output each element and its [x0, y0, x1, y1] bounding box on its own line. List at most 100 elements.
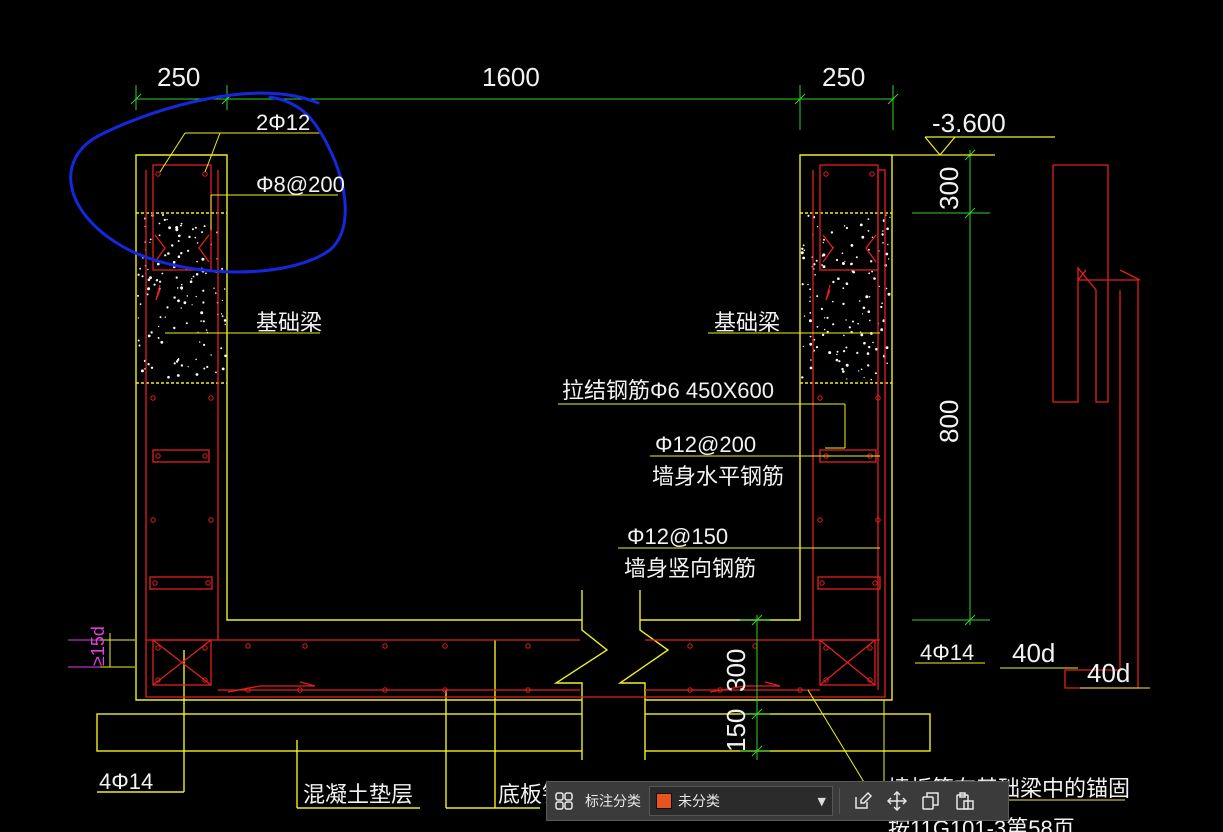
hatch-dot — [862, 306, 866, 310]
hatch-dot — [147, 278, 151, 282]
hatch-dot — [863, 376, 865, 379]
hatch-dot — [153, 283, 156, 286]
hatch-dot — [807, 283, 809, 286]
grid-icon[interactable] — [547, 782, 581, 820]
label-right-bottom-bars: 4Φ14 — [920, 640, 974, 665]
label-horizontal-name: 墙身水平钢筋 — [652, 464, 784, 489]
hatch-dot — [150, 366, 154, 369]
hatch-dot — [180, 307, 182, 309]
hatch-dot — [863, 341, 866, 345]
hatch-dot — [822, 265, 826, 269]
hatch-dot — [176, 374, 180, 377]
hatch-dot — [857, 370, 860, 372]
edit-icon[interactable] — [846, 782, 880, 820]
hatch-dot — [177, 358, 180, 360]
hatch-dot — [206, 365, 209, 368]
hatch-dot — [171, 244, 174, 247]
hatch-dot — [175, 276, 178, 279]
hatch-dot — [802, 256, 805, 260]
hatch-dot — [822, 241, 824, 244]
hatch-dot — [809, 312, 812, 314]
rebar-dot — [823, 677, 829, 683]
hatch-dot — [139, 303, 142, 305]
hatch-dot — [850, 244, 854, 247]
copy-icon[interactable] — [914, 782, 948, 820]
hatch-dot — [868, 345, 871, 349]
hatch-dot — [177, 299, 180, 303]
rebar-dot — [823, 171, 829, 177]
hatch-dot — [173, 296, 176, 299]
hatch-dot — [859, 223, 863, 227]
hatch-dot — [841, 252, 844, 254]
hatch-dot — [801, 283, 804, 286]
hatch-dot — [203, 225, 206, 228]
hatch-dot — [867, 310, 871, 314]
elevation-marker — [892, 136, 1055, 156]
hatch-dot — [180, 252, 183, 255]
hatch-dot — [196, 260, 198, 263]
hatch-dot — [180, 224, 182, 227]
hatch-dot — [168, 226, 172, 230]
hatch-dot — [845, 363, 849, 367]
hatch-dot — [844, 260, 846, 262]
hatch-dot — [167, 375, 170, 379]
hatch-dot — [815, 259, 818, 262]
hatch-dot — [223, 288, 226, 290]
dim-left-15d: ≥15d — [88, 626, 108, 666]
label-tie-bar: 拉结钢筋Φ6 450X600 — [562, 378, 774, 403]
hatch-dot — [802, 345, 804, 347]
hatch-dot — [868, 296, 871, 298]
hatch-dot — [855, 256, 858, 259]
hatch-dot — [816, 326, 819, 328]
rebar-dot — [155, 645, 161, 651]
hatch-dot — [845, 226, 849, 230]
hatch-dot — [885, 346, 889, 349]
rebar-cage — [145, 164, 1141, 698]
hatch-dot — [150, 331, 153, 334]
hatch-dot — [882, 242, 884, 244]
hatch-dot — [836, 353, 838, 356]
label-left-beam: 基础梁 — [256, 310, 322, 335]
paste-icon[interactable] — [948, 782, 982, 820]
hatch-dot — [842, 302, 845, 306]
hatch-dot — [159, 316, 162, 319]
hatch-dot — [871, 236, 874, 238]
hatch-dot — [857, 322, 859, 325]
category-color-swatch — [656, 793, 672, 809]
rebar-dot — [155, 171, 161, 177]
annotation-toolbar: 标注分类 未分类 ▼ — [546, 781, 1009, 821]
hatch-dot — [843, 334, 845, 337]
label-right-beam: 基础梁 — [714, 310, 780, 335]
hatch-dot — [816, 226, 819, 228]
hatch-dot — [821, 264, 823, 266]
hatch-dot — [203, 343, 206, 346]
hatch-dot — [874, 372, 877, 375]
hatch-dot — [173, 326, 176, 330]
hatch-dot — [823, 238, 825, 241]
hatch-dot — [195, 373, 199, 376]
rebar-dot — [823, 645, 829, 651]
hatch-dot — [189, 280, 193, 284]
toolbar-divider — [839, 788, 840, 814]
hatch-dot — [215, 371, 217, 374]
hatch-dot — [881, 302, 883, 305]
category-dropdown[interactable]: 未分类 ▼ — [649, 786, 833, 816]
rebar-dot — [687, 643, 693, 649]
hatch-dot — [826, 316, 829, 319]
hatch-dot — [824, 328, 826, 331]
move-icon[interactable] — [880, 782, 914, 820]
hatch-dot — [180, 222, 183, 225]
hatch-dot — [835, 358, 839, 362]
hatch-dot — [137, 294, 139, 297]
hand-drawn-circle-annotation — [69, 91, 347, 274]
dim-right-800: 800 — [934, 400, 964, 443]
hatch-dot — [200, 320, 202, 322]
rebar-dot — [202, 453, 208, 459]
hatch-dot — [801, 376, 804, 379]
rebar-dot — [717, 687, 723, 693]
hatch-dot — [200, 311, 204, 315]
hatch-dot — [867, 364, 870, 367]
hatch-dot — [187, 366, 189, 368]
hatch-dot — [215, 292, 217, 294]
